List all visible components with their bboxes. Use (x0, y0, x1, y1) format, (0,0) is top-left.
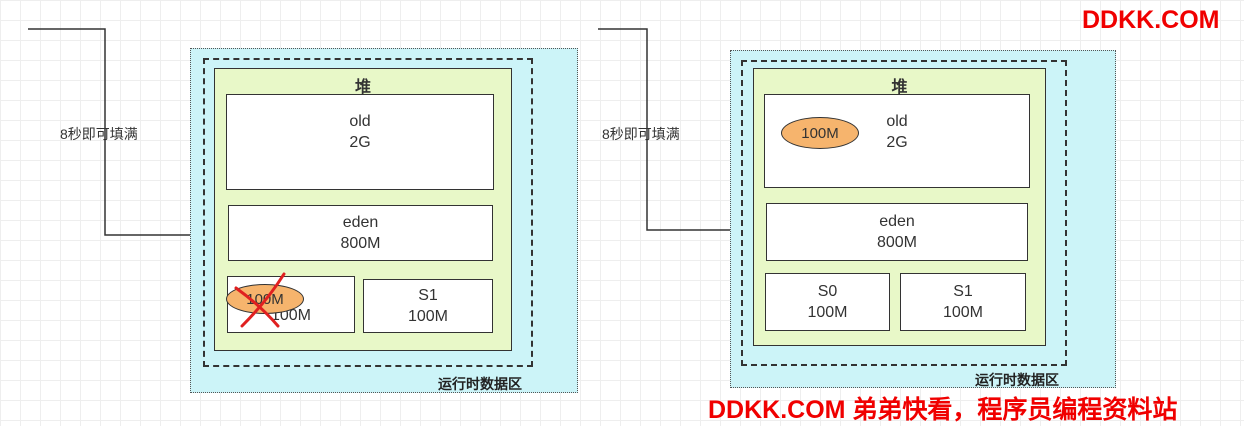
left-s1-size: 100M (407, 308, 449, 325)
right-s0: S0 100M (765, 273, 890, 331)
right-eden-size: 800M (876, 234, 918, 251)
right-s1-name: S1 (953, 283, 973, 300)
left-s1: S1 100M (363, 279, 493, 333)
watermark-top: DDKK.COM (1082, 6, 1220, 34)
right-region-label: 运行时数据区 (975, 372, 1059, 388)
right-eden: eden 800M (766, 203, 1028, 261)
left-arrow-line (28, 28, 226, 243)
left-eden: eden 800M (228, 205, 493, 261)
right-s0-name: S0 (817, 283, 838, 300)
right-dashed-boundary (741, 60, 1067, 366)
right-s1: S1 100M (900, 273, 1026, 331)
right-heap-title: 堆 (891, 79, 908, 96)
left-arrow-label: 8秒即可填满 (60, 126, 138, 142)
right-eden-name: eden (879, 213, 915, 230)
right-old-name: old (886, 113, 908, 130)
left-eden-size: 800M (340, 235, 381, 252)
left-eden-name: eden (342, 214, 379, 231)
left-old-name: old (349, 113, 371, 130)
right-old-size: 2G (886, 134, 908, 151)
left-heap-title: 堆 (354, 79, 371, 96)
right-s1-size: 100M (942, 304, 984, 321)
watermark-bottom: DDKK.COM 弟弟快看，程序员编程资料站 (708, 396, 1178, 424)
left-old-size: 2G (349, 134, 371, 151)
left-s1-name: S1 (418, 287, 438, 304)
left-dashed-boundary (203, 58, 533, 367)
cross-mark-icon (234, 272, 286, 328)
right-old-blob: 100M (781, 117, 859, 149)
right-arrow-line (598, 28, 765, 238)
left-region-label: 运行时数据区 (438, 376, 522, 392)
right-old-blob-label: 100M (801, 124, 839, 142)
right-s0-size: 100M (807, 304, 848, 321)
left-old-gen: old 2G (226, 94, 494, 190)
right-arrow-label: 8秒即可填满 (602, 126, 680, 142)
